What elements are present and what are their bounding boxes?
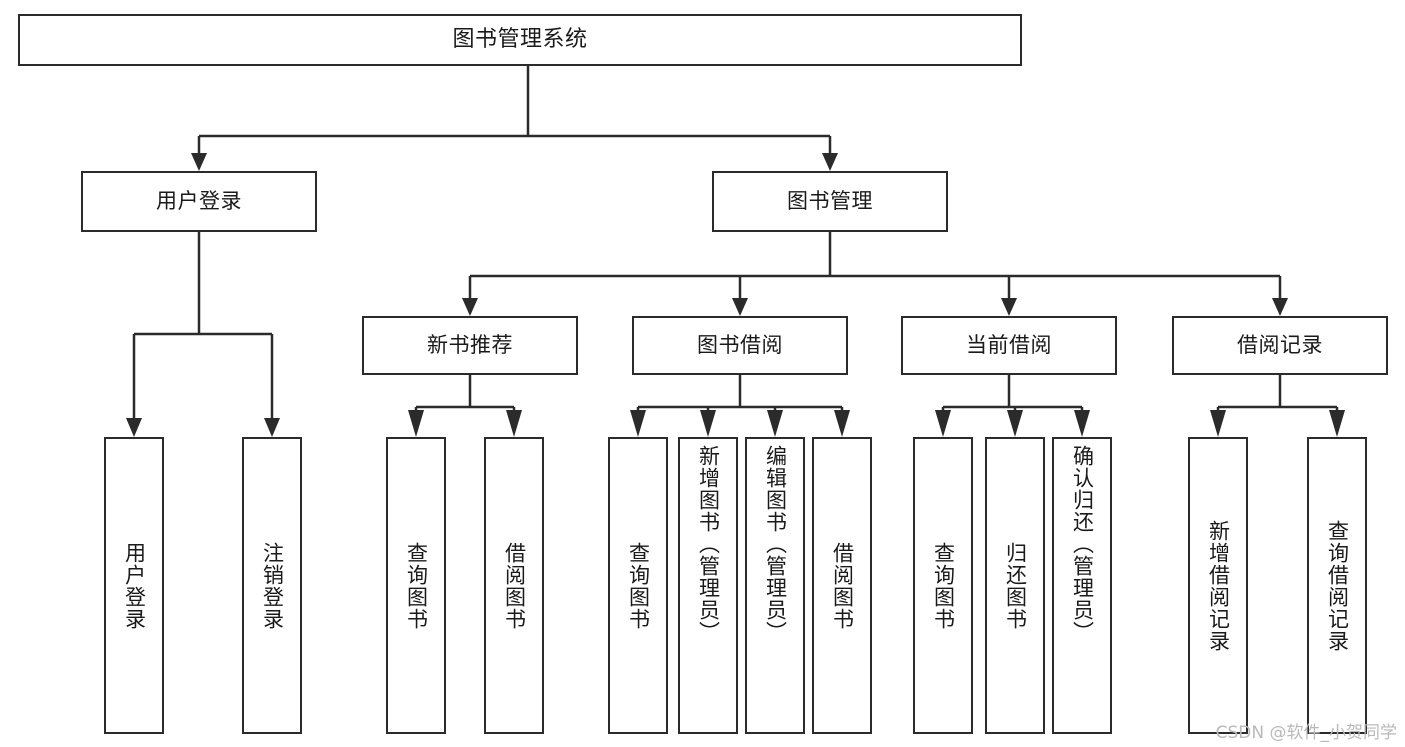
arrowhead-book-borrow [732,298,748,316]
leaf-borrow-book-recommend[interactable]: 借阅图书 [484,437,544,734]
node-label: 新增图书（管理员） [696,445,721,643]
leaf-logout[interactable]: 注销登录 [242,437,302,734]
node-label: 借阅图书 [830,541,855,630]
arrowhead-leaf-add-book [700,410,716,437]
node-new-book-recommend[interactable]: 新书推荐 [362,316,578,375]
leaf-user-login[interactable]: 用户登录 [104,437,164,734]
arrowhead-current-borrow [1001,298,1017,316]
arrowhead-leaf-confirm-return [1074,410,1090,437]
arrowhead-leaf-logout [264,418,280,437]
arrowhead-leaf-query-book [630,410,646,437]
arrowhead-leaf-borrow-book-rec [506,410,522,437]
node-book-borrow[interactable]: 图书借阅 [632,316,848,375]
node-label: 借阅记录 [1237,332,1323,357]
arrowhead-leaf-add-record [1210,410,1226,437]
node-label: 查询借阅记录 [1325,519,1350,652]
node-label: 新增借阅记录 [1206,519,1231,652]
leaf-add-book-admin[interactable]: 新增图书（管理员） [678,437,738,734]
node-label: 查询图书 [404,541,429,630]
leaf-return-book[interactable]: 归还图书 [985,437,1045,734]
node-label: 查询图书 [626,541,651,630]
arrowhead-leaf-query-record [1329,410,1345,437]
node-book-manage[interactable]: 图书管理 [712,171,948,232]
node-label: 新书推荐 [427,332,513,357]
node-label: 图书管理系统 [452,26,588,52]
node-label: 编辑图书（管理员） [763,445,788,643]
node-label: 注销登录 [260,541,285,630]
node-book-management-system[interactable]: 图书管理系统 [18,14,1022,66]
node-label: 归还图书 [1003,541,1028,630]
node-user-login[interactable]: 用户登录 [81,171,317,232]
leaf-query-book-current[interactable]: 查询图书 [913,437,973,734]
node-label: 查询图书 [931,541,956,630]
arrowhead-user-login [191,153,207,171]
node-label: 用户登录 [156,188,242,213]
arrowhead-borrow-record [1272,298,1288,316]
arrowhead-leaf-borrow-book [834,410,850,437]
arrowhead-book-manage [822,153,838,171]
node-label: 图书管理 [787,188,873,213]
arrowhead-leaf-edit-book [767,410,783,437]
leaf-query-book-recommend[interactable]: 查询图书 [386,437,446,734]
arrowhead-new-book-recommend [462,298,478,316]
node-borrow-record[interactable]: 借阅记录 [1172,316,1388,375]
leaf-add-borrow-record[interactable]: 新增借阅记录 [1188,437,1248,734]
leaf-query-borrow-record[interactable]: 查询借阅记录 [1307,437,1367,734]
leaf-confirm-return-admin[interactable]: 确认归还（管理员） [1052,437,1112,734]
node-label: 借阅图书 [502,541,527,630]
leaf-query-book[interactable]: 查询图书 [608,437,668,734]
node-label: 确认归还（管理员） [1070,445,1095,643]
node-current-borrow[interactable]: 当前借阅 [901,316,1117,375]
watermark-text: CSDN @软件_小贺同学 [1215,723,1397,743]
arrowhead-leaf-query-book-rec [408,410,424,437]
node-label: 图书借阅 [697,332,783,357]
leaf-edit-book-admin[interactable]: 编辑图书（管理员） [745,437,805,734]
node-label: 当前借阅 [966,332,1052,357]
leaf-borrow-book[interactable]: 借阅图书 [812,437,872,734]
node-label: 用户登录 [122,541,147,630]
arrowhead-leaf-return-book [1007,410,1023,437]
arrowhead-leaf-query-book-cur [935,410,951,437]
arrowhead-leaf-user-login [126,418,142,437]
